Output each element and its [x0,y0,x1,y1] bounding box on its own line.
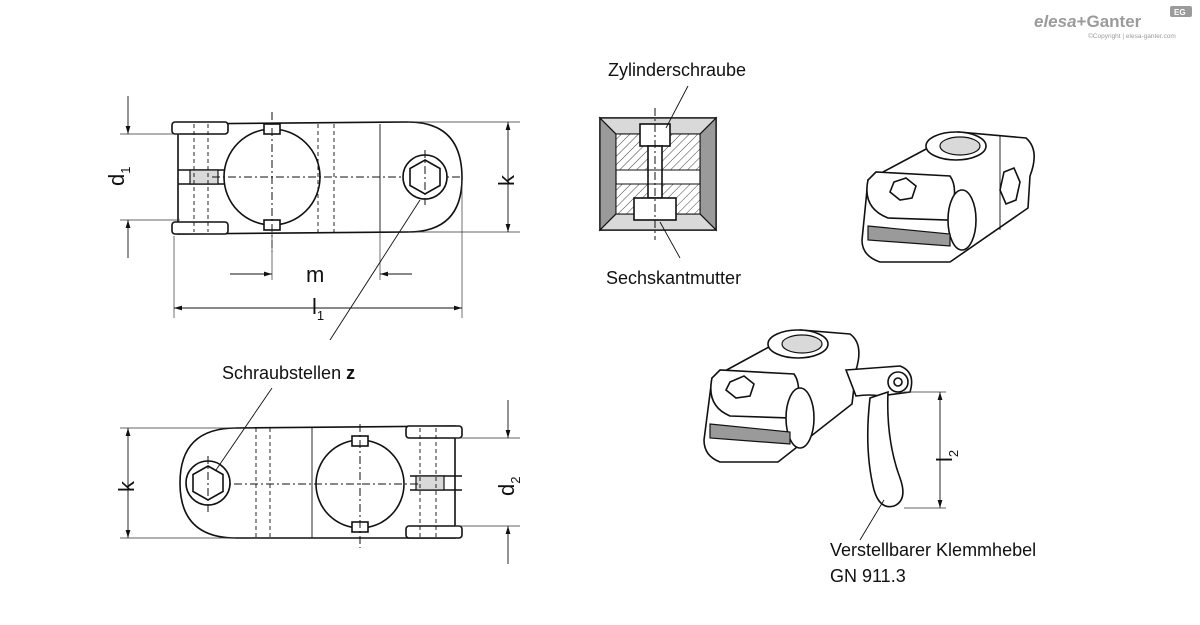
label-hex-nut: Sechskantmutter [606,268,741,288]
label-screw-points: Schraubstellen z [222,363,355,383]
dim-m: m [306,262,324,287]
label-clamp-lever-code: GN 911.3 [830,566,906,586]
label-cylinder-screw: Zylinderschraube [608,60,746,80]
dim-d2: d2 [494,477,523,496]
dim-l2: l2 [932,450,961,462]
dim-d1: d1 [104,167,133,186]
dim-k-top: k [494,174,519,186]
dim-l1: l1 [312,294,324,323]
brand-copyright: ©Copyright | elesa-ganter.com [1088,32,1176,40]
dim-k-bottom: k [114,480,139,492]
label-clamp-lever: Verstellbarer Klemmhebel [830,540,1036,560]
top-view [120,96,520,341]
brand-logo: elesa+Ganter EG ©Copyright | elesa-gante… [1034,6,1192,40]
iso-view-top [861,131,1035,263]
brand-badge: EG [1174,8,1186,17]
svg-text:elesa+Ganter: elesa+Ganter [1034,12,1142,31]
bottom-view [120,387,520,564]
iso-view-lever [703,329,946,541]
section-view [598,85,718,259]
